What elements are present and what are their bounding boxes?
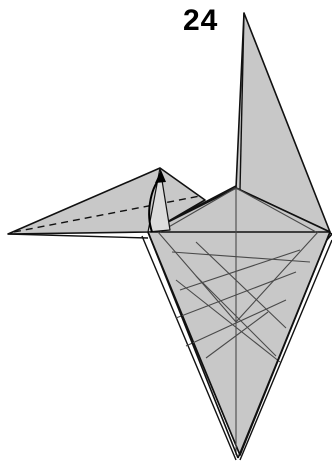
neck-lower-edge [8,234,148,238]
